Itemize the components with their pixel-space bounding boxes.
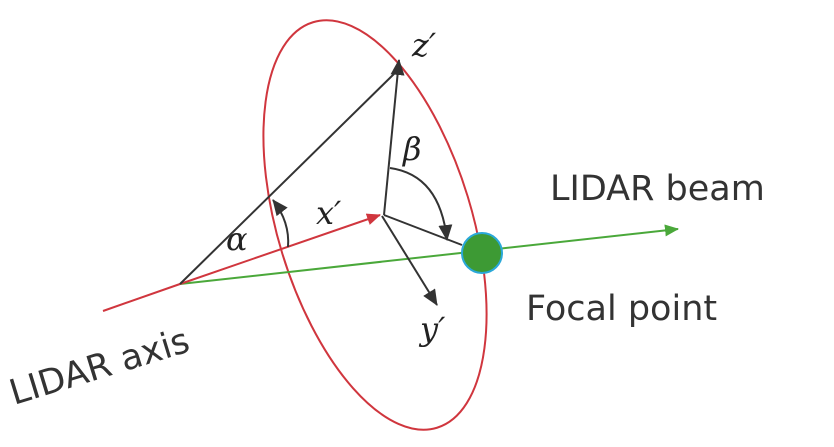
x-prime-arrow bbox=[179, 213, 381, 285]
y-prime-arrow bbox=[381, 215, 438, 306]
beta-arc bbox=[389, 167, 453, 241]
alpha-label: α bbox=[226, 220, 248, 258]
alpha-arc bbox=[272, 199, 290, 248]
scan-ellipse bbox=[262, 19, 488, 431]
z-prime-arrow bbox=[383, 59, 405, 216]
lidar-axis-line bbox=[102, 283, 181, 312]
lidar-beam-line bbox=[179, 224, 679, 285]
z-prime-label: z′ bbox=[411, 26, 437, 64]
focal-point-dot bbox=[461, 232, 503, 274]
beta-label: β bbox=[402, 130, 422, 168]
y-prime-label: y′ bbox=[418, 310, 446, 348]
focal-vector-arrow bbox=[383, 214, 463, 246]
lidar-axis-label: LIDAR axis bbox=[5, 321, 194, 414]
hypotenuse-line bbox=[179, 69, 399, 285]
lidar-beam-label: LIDAR beam bbox=[550, 169, 765, 209]
x-prime-label: x′ bbox=[316, 194, 342, 232]
focal-point-label: Focal point bbox=[526, 289, 717, 329]
